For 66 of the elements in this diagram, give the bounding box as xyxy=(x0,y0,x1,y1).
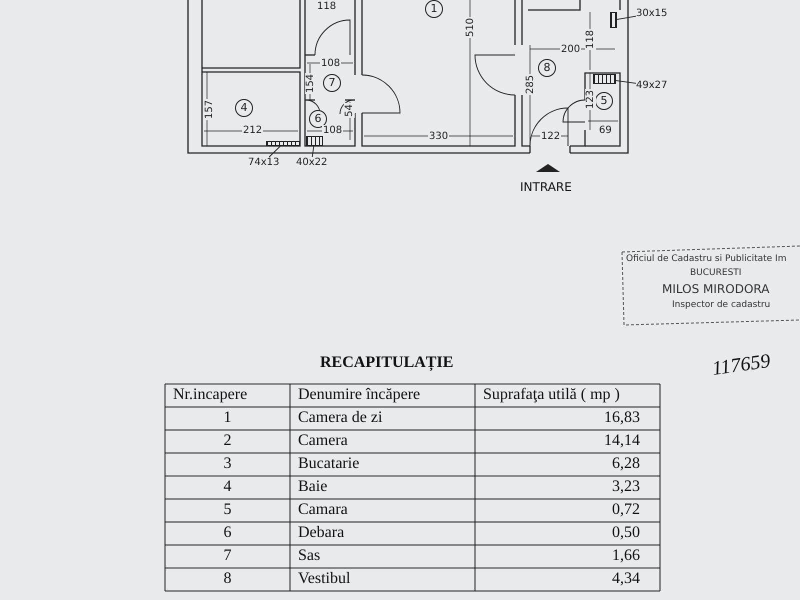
table-cell: Camera de zi xyxy=(298,409,382,427)
table-cell-text: 6 xyxy=(222,524,232,542)
leader-line xyxy=(616,80,636,84)
column-header: Nr.incapere xyxy=(173,386,248,404)
dimension-label: 118 xyxy=(316,1,338,12)
dimension-label: 69 xyxy=(598,125,613,136)
dimension-label: 330 xyxy=(428,131,450,142)
column-header: Suprafaţa utilă ( mp ) xyxy=(483,386,620,404)
table-cell-text: 3,23 xyxy=(611,478,640,496)
room-number: 5 xyxy=(595,92,613,110)
table-cell-text: 14,14 xyxy=(603,432,640,450)
table-cell: Vestibul xyxy=(298,570,350,588)
table-cell: Camara xyxy=(298,501,348,519)
table-cell-text: 2 xyxy=(222,432,232,450)
dimension-label: 118 xyxy=(585,28,596,50)
room-number: 8 xyxy=(538,59,556,77)
dimension-label: 200 xyxy=(560,44,582,55)
dimension-label: 122 xyxy=(540,131,562,142)
dimension-label: 157 xyxy=(204,98,216,120)
room-number: 4 xyxy=(235,99,253,117)
room-number: 1 xyxy=(425,0,443,18)
handwritten-number: 117659 xyxy=(711,352,772,378)
table-cell-text: 4,34 xyxy=(611,570,640,588)
table-cell-text: 3 xyxy=(222,455,232,473)
dimension-label: 285 xyxy=(525,74,536,96)
leader-line xyxy=(616,16,636,20)
ventilation-grille xyxy=(593,74,616,84)
vent-size-label: 40x22 xyxy=(296,157,328,168)
stamp-text: MILOS MIRODORA xyxy=(662,284,770,295)
dimension-label: 108 xyxy=(322,125,344,136)
table-cell: Bucatarie xyxy=(298,455,360,473)
leader-line xyxy=(312,146,314,158)
table-cell-text: 4 xyxy=(222,478,232,496)
stamp-text: Inspector de cadastru xyxy=(672,300,770,311)
room-number: 7 xyxy=(323,74,341,92)
table-cell-text: 0,72 xyxy=(611,501,640,519)
leader-line xyxy=(268,146,281,158)
table-cell-text: 8 xyxy=(222,570,232,588)
table-cell-text: 1 xyxy=(222,409,232,427)
dimension-label: 212 xyxy=(242,125,264,136)
dimension-label: 123 xyxy=(585,88,596,110)
ventilation-grille xyxy=(610,12,617,28)
dimension-label: 154 xyxy=(305,72,316,94)
stamp-text: Oficiul de Cadastru si Publicitate Im xyxy=(626,254,786,265)
ventilation-grille xyxy=(266,141,300,146)
vent-size-label: 30x15 xyxy=(636,8,668,19)
table-cell: Debara xyxy=(298,524,344,542)
table-cell-text: 0,50 xyxy=(611,524,640,542)
table-cell-text: 6,28 xyxy=(611,455,640,473)
table-title: RECAPITULAȚIE xyxy=(320,354,454,372)
vent-size-label: 74x13 xyxy=(248,157,280,168)
table-cell-text: 5 xyxy=(222,501,232,519)
ventilation-grille xyxy=(306,136,323,146)
entrance-label: INTRARE xyxy=(520,179,572,196)
column-header: Denumire încăpere xyxy=(298,386,420,404)
table-cell: Baie xyxy=(298,478,328,496)
dimension-label: 54 xyxy=(344,103,355,118)
stamp-text: BUCURESTI xyxy=(690,268,742,279)
vent-size-label: 49x27 xyxy=(636,80,668,91)
table-cell-text: 16,83 xyxy=(603,409,640,427)
dimension-label: 108 xyxy=(320,58,342,69)
table-cell-text: 1,66 xyxy=(611,547,640,565)
dimension-label: 510 xyxy=(465,16,476,38)
table-cell-text: 7 xyxy=(222,547,232,565)
table-cell: Camera xyxy=(298,432,348,450)
table-cell: Sas xyxy=(298,547,320,565)
